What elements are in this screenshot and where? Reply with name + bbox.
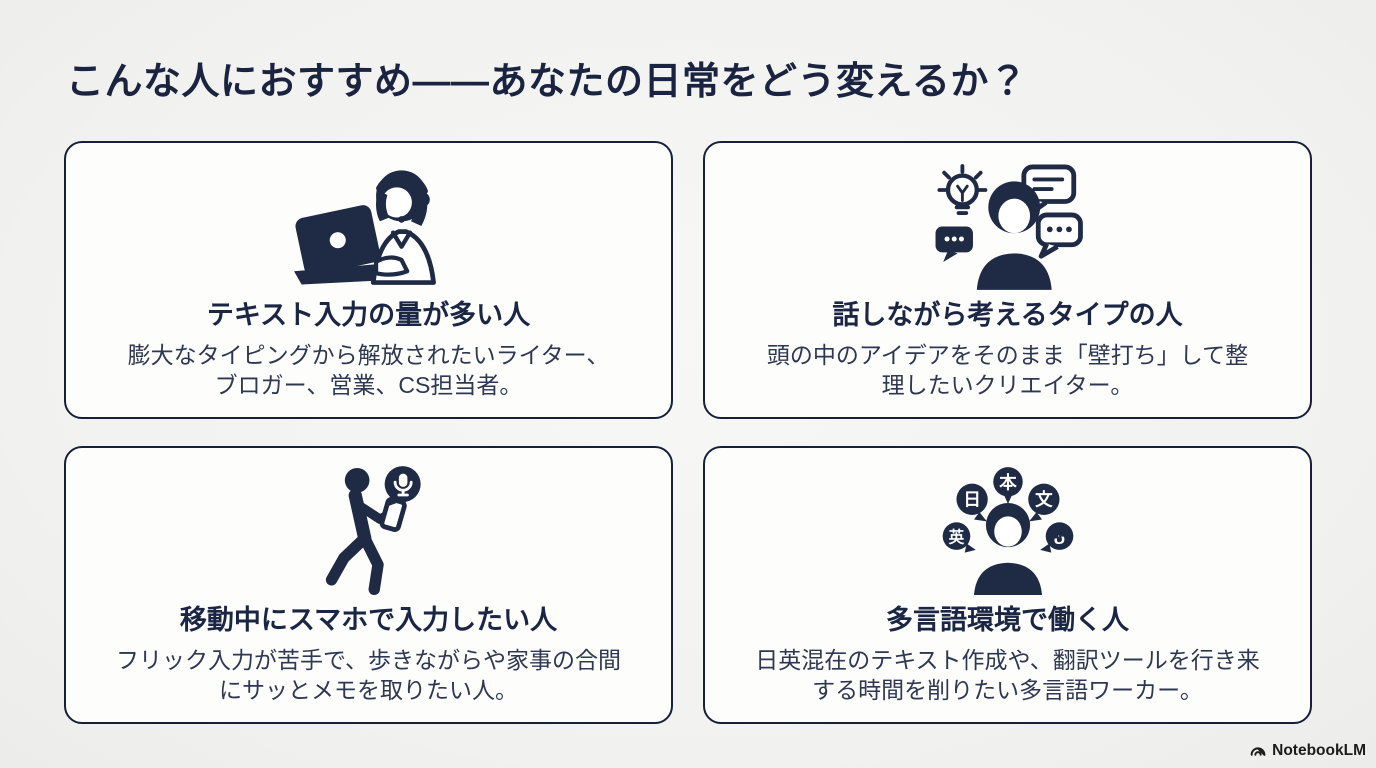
card-title: テキスト入力の量が多い人: [206, 300, 531, 330]
bubble-char-ja-1: 日: [963, 489, 980, 509]
bubble-char-ar: ن: [1053, 529, 1065, 544]
card-title: 多言語環境で働く人: [886, 605, 1129, 635]
page-title: こんな人におすすめ——あなたの日常をどう変えるか？: [66, 61, 1028, 103]
card-heavy-text-input: テキスト入力の量が多い人 膨大なタイピングから解放されたいライター、ブロガー、営…: [64, 141, 673, 419]
notebooklm-logo-icon: [1249, 742, 1267, 760]
card-multilingual-worker: 日 本 文 英 ن 多言語環境で働く人 日英混在のテキスト作成や、翻訳ツールを行…: [703, 446, 1312, 724]
card-description: 日英混在のテキスト作成や、翻訳ツールを行き来する時間を削りたい多言語ワーカー。: [755, 646, 1260, 703]
bubble-char-ja-2: 本: [998, 472, 1017, 492]
card-description: 頭の中のアイデアをそのまま「壁打ち」して整理したいクリエイター。: [766, 341, 1249, 398]
card-title: 話しながら考えるタイプの人: [832, 300, 1183, 330]
card-title: 移動中にスマホで入力したい人: [179, 605, 558, 635]
card-mobile-input-on-the-go: 移動中にスマホで入力したい人 フリック入力が苦手で、歩きながらや家事の合間にサッ…: [64, 446, 673, 724]
support-agent-typing-laptop-icon: [285, 157, 453, 295]
card-description: 膨大なタイピングから解放されたいライター、ブロガー、営業、CS担当者。: [127, 341, 610, 398]
card-description: フリック入力が苦手で、歩きながらや家事の合間にサッとメモを取りたい人。: [115, 646, 622, 703]
notebooklm-brand-label: NotebookLM: [1272, 742, 1366, 759]
bubble-char-ja-3: 文: [1035, 489, 1053, 509]
bubble-char-en: 英: [948, 527, 964, 546]
card-grid: テキスト入力の量が多い人 膨大なタイピングから解放されたいライター、ブロガー、営…: [64, 141, 1312, 724]
card-think-while-talking: 話しながら考えるタイプの人 頭の中のアイデアをそのまま「壁打ち」して整理したいク…: [703, 141, 1312, 419]
multilingual-speech-bubbles-icon: 日 本 文 英 ن: [939, 462, 1077, 600]
thinking-aloud-speech-bubbles-icon: [924, 157, 1092, 295]
walking-voice-input-phone-icon: [305, 462, 433, 600]
notebooklm-watermark: NotebookLM: [1249, 742, 1366, 760]
